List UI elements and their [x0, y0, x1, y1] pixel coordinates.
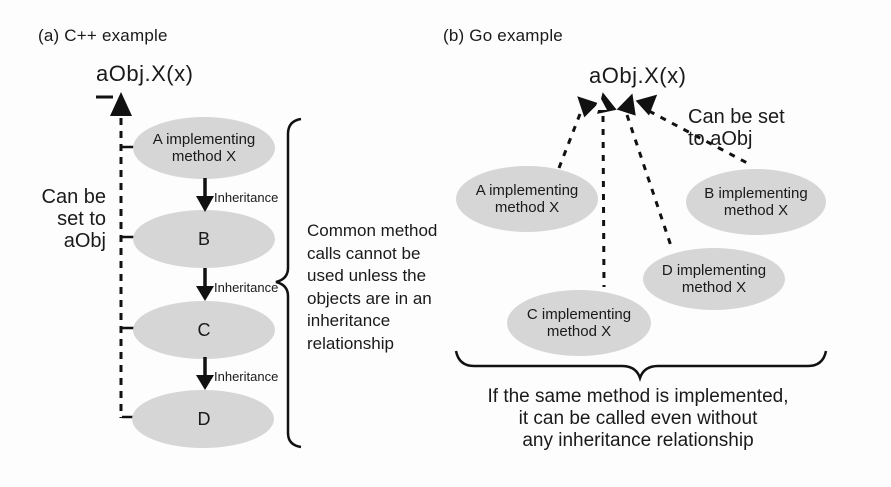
node-c-go-ellipse: [507, 290, 651, 356]
node-a-ellipse: [133, 117, 275, 179]
panel-a-shapes: [96, 92, 302, 449]
panel-a-brace-note: Common method calls cannot be used unles…: [307, 221, 438, 353]
inheritance-label-bc: Inheritance: [214, 280, 279, 295]
node-c-go-label: C implementing method X: [526, 306, 632, 340]
node-a-go-ellipse: [456, 166, 598, 232]
up-arrowhead-icon: [110, 92, 132, 116]
panel-a-call-expression: aObj.X(x): [96, 61, 194, 86]
panel-b-call-expression: aObj.X(x): [589, 63, 687, 88]
node-b-go-label: B implementing method X: [704, 185, 808, 219]
node-a-label: A implementing method X: [152, 131, 256, 165]
inheritance-label-ab: Inheritance: [214, 190, 279, 205]
node-d-label: D: [197, 409, 211, 429]
dashed-line-from-b: [648, 109, 752, 167]
node-d-go-ellipse: [643, 248, 785, 310]
inheritance-arrow-bc: [196, 268, 214, 301]
node-a-go-label: A implementing method X: [475, 182, 579, 216]
inheritance-arrow-ab: [196, 178, 214, 212]
node-c-ellipse: [133, 301, 275, 359]
panel-b-shapes: [454, 92, 828, 382]
fan-arrowheads-icon: [577, 92, 658, 118]
group-brace-vertical: [275, 117, 302, 449]
dashed-line-from-a: [557, 113, 582, 169]
node-c-label: C: [197, 320, 211, 340]
panel-b-side-note: Can be set to aObj: [688, 106, 785, 150]
node-b-go-ellipse: [686, 169, 826, 235]
panel-a-title: (a) C++ example: [38, 26, 168, 45]
group-brace-horizontal: [454, 350, 828, 382]
dashed-line-from-c: [601, 115, 606, 288]
node-b-label: B: [197, 229, 210, 249]
panel-b-title: (b) Go example: [443, 26, 563, 45]
node-b-ellipse: [133, 210, 275, 268]
inheritance-arrow-cd: [196, 357, 214, 390]
node-d-go-label: D implementing method X: [661, 262, 767, 296]
dashed-line-from-d: [625, 114, 673, 247]
node-d-ellipse: [132, 390, 274, 448]
panel-b-bottom-note: If the same method is implemented, it ca…: [487, 386, 789, 451]
inheritance-label-cd: Inheritance: [214, 369, 279, 384]
panel-a-side-note: Can be set to aObj: [41, 186, 107, 252]
